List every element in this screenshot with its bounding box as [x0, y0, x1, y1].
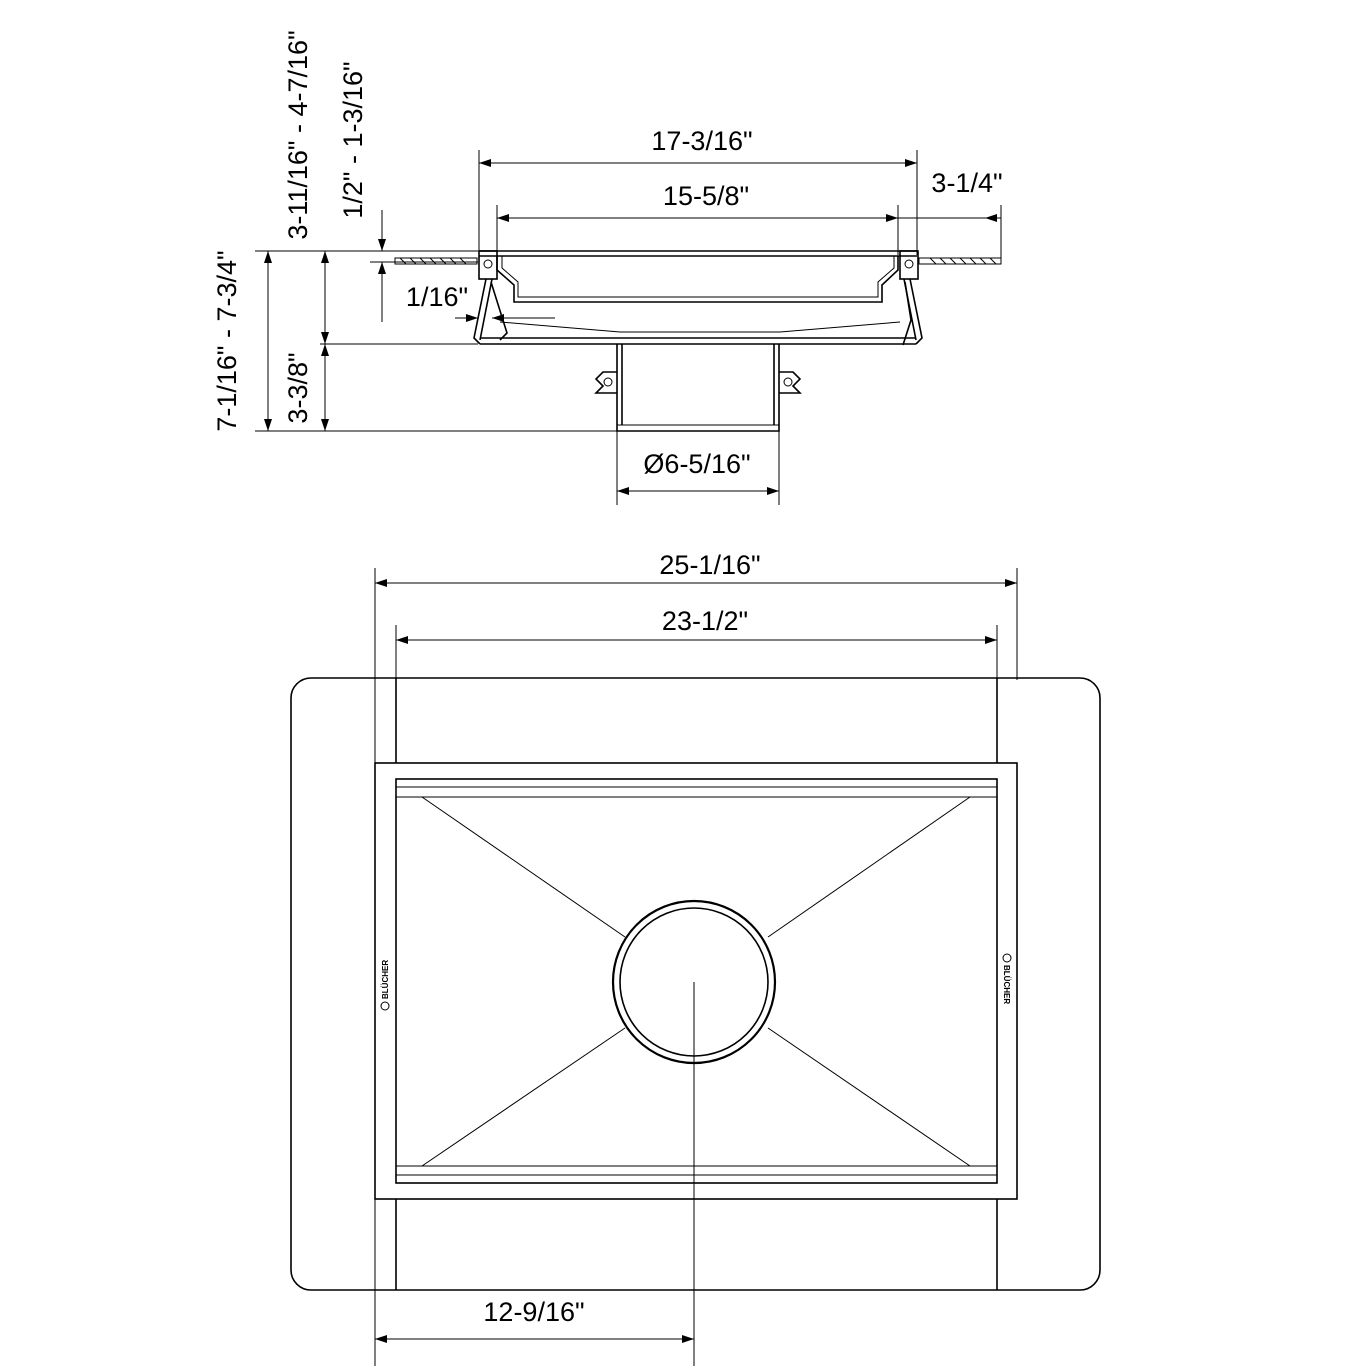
- floor-plate-outline: [290, 677, 1101, 1291]
- svg-text:BLÜCHER: BLÜCHER: [1002, 965, 1011, 1004]
- floor-flange-left: [394, 257, 478, 265]
- dim-total-height: 7-1/16" - 7-3/4": [212, 250, 242, 431]
- dim-height-range-2: 1/2" - 1-3/16": [338, 61, 368, 218]
- dim-outlet-diameter: Ø6-5/16": [643, 449, 750, 479]
- brand-label-left: BLÜCHER: [380, 960, 390, 1011]
- slope-lines: [421, 796, 971, 1167]
- dim-outlet-height: 3-3/8": [283, 352, 313, 423]
- dim-outlet-offset: 12-9/16": [483, 1297, 584, 1327]
- brand-label-right: BLÜCHER: [1002, 953, 1012, 1004]
- svg-text:BLÜCHER: BLÜCHER: [381, 960, 390, 999]
- drain-body-section: [473, 250, 923, 432]
- dim-flange-width: 3-1/4": [931, 168, 1002, 198]
- drain-frame-outer: [374, 762, 1018, 1200]
- dim-plan-inner-width: 23-1/2": [662, 606, 748, 636]
- dim-inner-width: 15-5/8": [663, 181, 749, 211]
- dim-height-range-1: 3-11/16" - 4-7/16": [283, 30, 313, 239]
- dim-plan-overall-width: 25-1/16": [659, 550, 760, 580]
- dim-gap: 1/16": [406, 282, 468, 312]
- section-view: 17-3/16" 15-5/8" 3-1/4" 7-1/16" - 7-3/4"…: [212, 30, 1003, 505]
- dim-overall-width: 17-3/16": [651, 126, 752, 156]
- floor-flange-right: [918, 257, 1002, 265]
- plan-view: 25-1/16" 23-1/2": [290, 550, 1101, 1366]
- drain-frame-inner: [395, 778, 998, 1184]
